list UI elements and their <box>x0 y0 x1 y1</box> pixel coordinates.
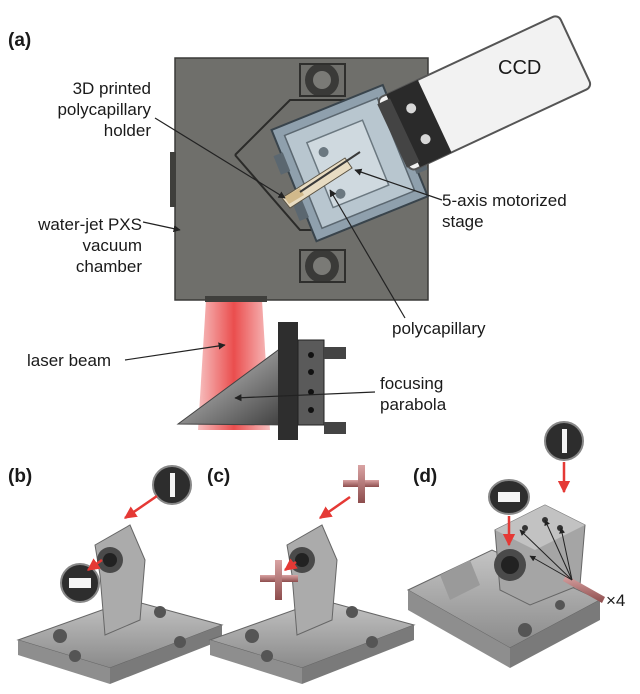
mount-d <box>406 504 602 668</box>
crosshair-c1 <box>343 465 379 503</box>
mount-b <box>16 524 224 684</box>
holder-label: 3D printed polycapillary holder <box>57 79 151 140</box>
crosshair-c2 <box>260 560 298 600</box>
chamber-label: water-jet PXS vacuum chamber <box>38 215 142 276</box>
laser-beam-label: laser beam <box>27 351 112 370</box>
polycapillary-label: polycapillary <box>392 319 486 338</box>
mount-c <box>208 524 416 684</box>
focusing-parabola <box>176 322 346 440</box>
arrow-b1 <box>123 494 158 520</box>
panel-label-a: (a) <box>8 30 32 51</box>
ccd-label: CCD <box>498 57 542 79</box>
quantity-label: ×4 <box>606 591 626 610</box>
iris-disk-b <box>152 465 192 505</box>
panel-label-c: (c) <box>207 466 231 487</box>
iris-disk-d <box>544 421 584 461</box>
ccd-camera-icon <box>377 15 592 171</box>
parabola-label: focusing parabola <box>380 374 447 414</box>
leader-lines-a <box>124 117 443 402</box>
arrow-c1 <box>318 495 351 520</box>
panel-label-b: (b) <box>8 466 33 487</box>
stage-label: 5-axis motorized stage <box>442 191 567 231</box>
slit-disk-d <box>488 479 530 515</box>
leader-lines-d <box>519 519 573 581</box>
arrow-b2 <box>86 558 103 572</box>
rod-d <box>563 575 605 603</box>
arrow-c2 <box>283 558 298 572</box>
polycapillary-holder <box>281 151 361 209</box>
slit-disk-b <box>60 563 100 603</box>
panel-label-d: (d) <box>413 466 438 487</box>
